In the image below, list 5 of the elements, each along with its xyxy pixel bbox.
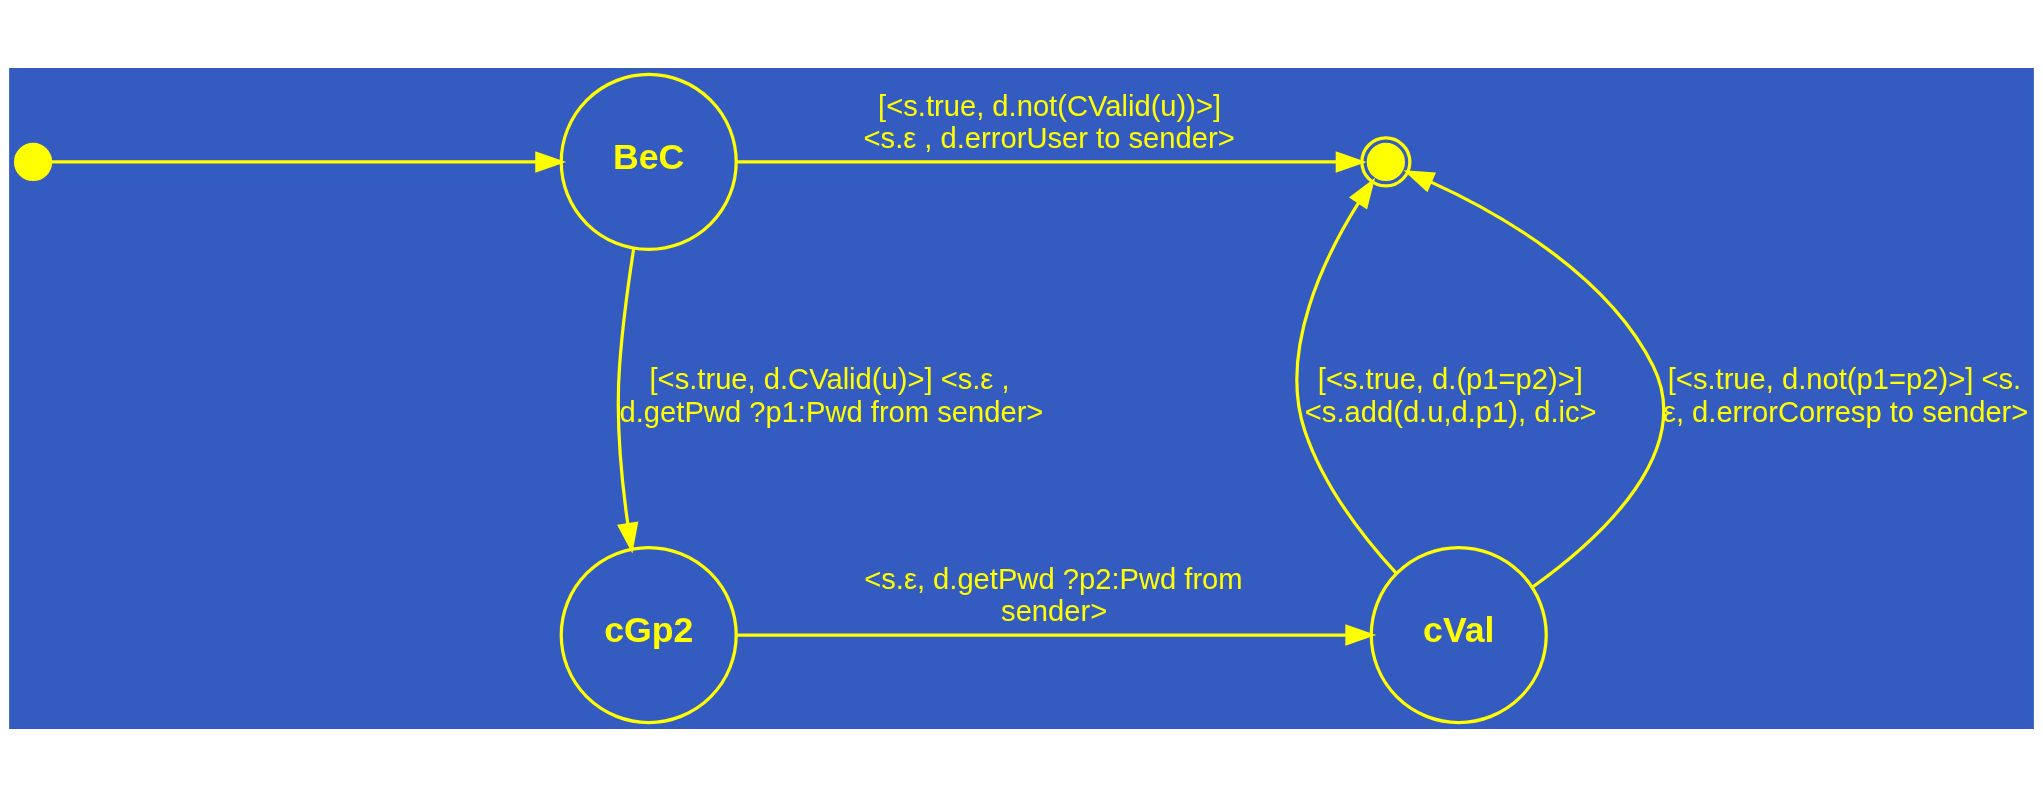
edge-label: [<s.true, d.(p1=p2)>] <s.add(d.u,d.p1), d.ic> (1304, 362, 1597, 428)
edge-label: [<s.true, d.not(CValid(u))>] <s.ε , d.errorUser to sender> (863, 89, 1235, 154)
edge-label: [<s.true, d.not(p1=p2)>] <s. ε, d.errorCorresp to sender> (1662, 362, 2029, 428)
edge-label: <s.ε, d.getPwd ?p2:Pwd from sender> (864, 562, 1243, 627)
edge-label: [<s.true, d.CValid(u)>] <s.ε , d.getPwd ?p1:Pwd from sender> (619, 362, 1044, 428)
